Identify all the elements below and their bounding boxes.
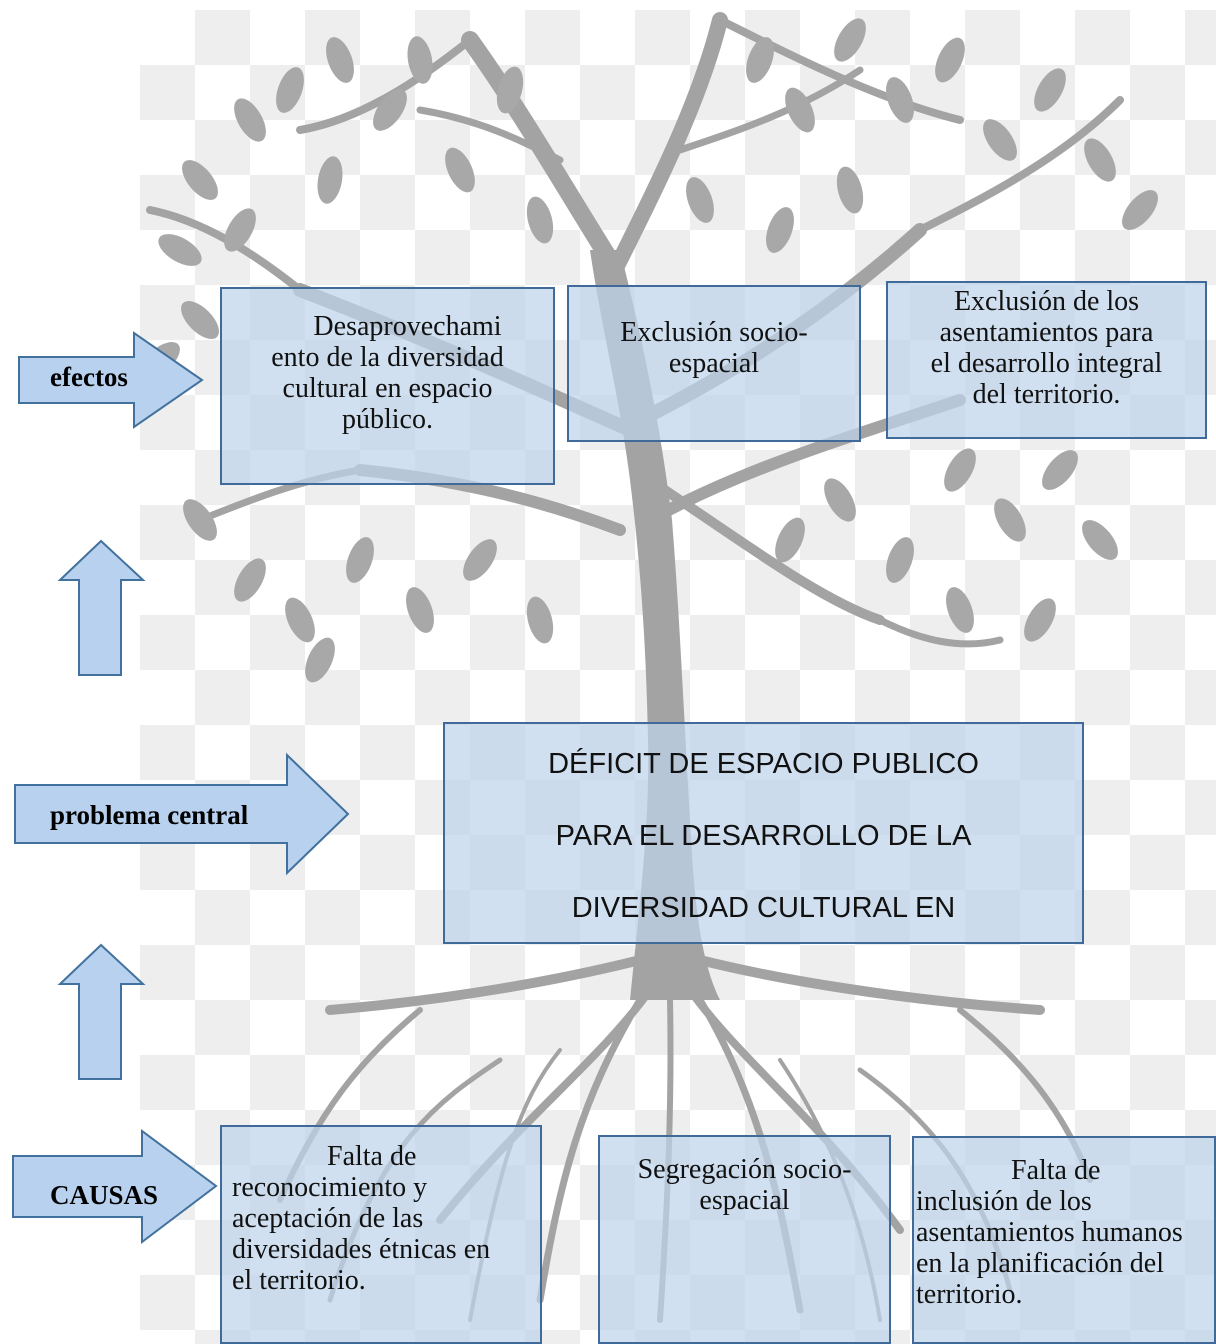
efectos-arrow [18,331,204,429]
causas-arrow [12,1129,218,1245]
cause-1-line-1: Falta de [327,1141,417,1172]
cause-3-line-4: en la planificación del [916,1248,1164,1279]
effect-1-line-3: cultural en espacio [282,373,493,404]
cause-1-line-5: el territorio. [232,1265,366,1296]
cause-3-line-1: Falta de [1011,1155,1101,1186]
cause-1-line-3: aceptación de las [232,1203,424,1234]
up-arrow-lower [57,943,146,1080]
effect-1-line-2: ento de la diversidad [271,342,504,373]
effect-box-3: Exclusión de los asentamientos para el d… [886,281,1207,439]
effect-1-line-4: público. [342,404,433,435]
cause-3-line-3: asentamientos humanos [916,1217,1183,1248]
effect-box-1: Desaprovechami ento de la diversidad cul… [220,287,555,485]
cause-3-line-5: territorio. [916,1279,1023,1310]
central-problem-line-1: DÉFICIT DE ESPACIO PUBLICO [548,748,979,780]
problema-central-label: problema central [50,800,249,830]
cause-1-line-2: reconocimiento y [232,1172,428,1203]
effect-2-line-2: espacial [668,348,760,379]
central-problem-box: DÉFICIT DE ESPACIO PUBLICO PARA EL DESAR… [443,722,1084,944]
cause-box-2: Segregación socio- espacial [598,1135,891,1344]
central-problem-line-3: DIVERSIDAD CULTURAL EN [571,892,956,924]
effect-1-line-1: Desaprovechami [313,311,502,342]
effect-2-line-1: Exclusión socio- [620,317,808,348]
cause-3-line-2: inclusión de los [916,1186,1092,1217]
effect-3-line-4: del territorio. [972,379,1121,410]
effect-3-line-2: asentamientos para [939,317,1154,348]
causas-label: CAUSAS [50,1180,159,1210]
effect-3-line-3: el desarrollo integral [930,348,1163,379]
problema-central-arrow [14,752,350,876]
efectos-label: efectos [50,362,128,392]
effect-box-2: Exclusión socio- espacial [567,285,861,442]
cause-box-3: Falta de inclusión de los asentamientos … [912,1136,1216,1344]
cause-box-1: Falta de reconocimiento y aceptación de … [220,1125,542,1344]
up-arrow-upper [57,539,146,676]
effect-3-line-1: Exclusión de los [953,286,1140,317]
central-problem-line-2: PARA EL DESARROLLO DE LA [555,820,972,852]
cause-2-line-2: espacial [699,1185,790,1216]
cause-1-line-4: diversidades étnicas en [232,1234,491,1265]
cause-2-line-1: Segregación socio- [637,1154,852,1185]
